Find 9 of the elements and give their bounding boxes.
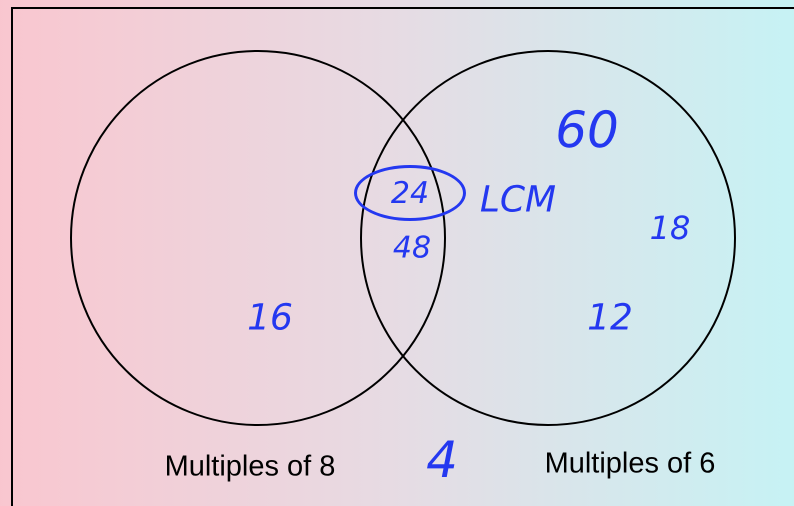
handwritten-number: 48 xyxy=(392,230,432,266)
handwritten-number: 60 xyxy=(555,101,619,159)
handwritten-note: LCM xyxy=(480,180,556,220)
set-label: Multiples of 8 xyxy=(164,450,336,484)
handwritten-number: 16 xyxy=(247,298,293,338)
handwritten-number: 18 xyxy=(650,209,690,247)
handwritten-number: 12 xyxy=(587,298,633,338)
handwritten-number: 4 xyxy=(426,431,458,489)
set-label: Multiples of 6 xyxy=(544,448,716,480)
